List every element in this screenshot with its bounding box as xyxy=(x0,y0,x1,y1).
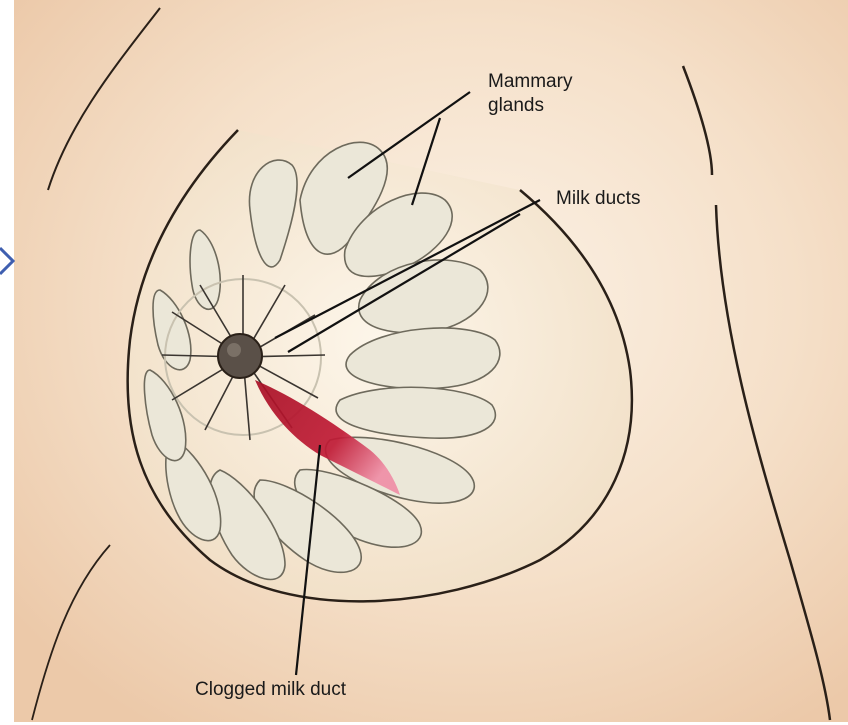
label-mammary-glands: Mammary glands xyxy=(488,70,572,118)
label-mammary-glands-line2: glands xyxy=(488,94,572,118)
label-clogged-milk-duct: Clogged milk duct xyxy=(195,678,346,702)
nipple-highlight xyxy=(227,343,241,357)
nipple xyxy=(218,334,262,378)
label-mammary-glands-line1: Mammary xyxy=(488,70,572,94)
label-milk-ducts: Milk ducts xyxy=(556,187,640,211)
